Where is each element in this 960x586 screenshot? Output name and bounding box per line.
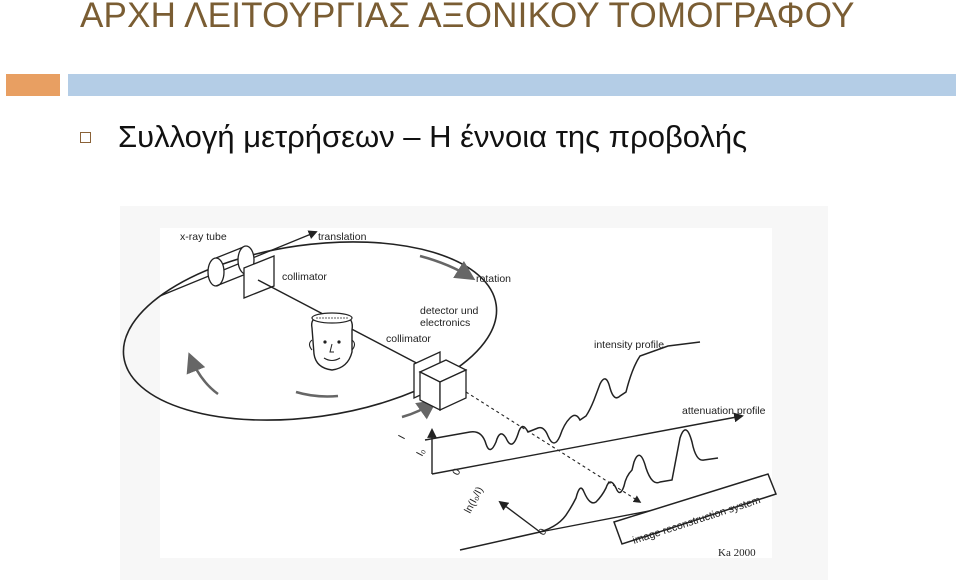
signature-label: Ka 2000 [718,547,756,559]
attenuation-y-axis [498,500,541,533]
accent-bar [6,74,60,96]
attenuation-profile-label: attenuation profile [682,405,766,417]
collimator-top-icon [243,255,275,299]
rotation-label: rotation [476,273,511,285]
reconstruction-box [613,473,777,545]
translation-label: translation [318,231,367,243]
axis-zero-top-label: 0 [450,466,463,477]
detector-label-line2: electronics [420,317,470,329]
attenuation-profile-curve [459,429,719,551]
projection-dashed-line [465,391,642,503]
ct-projection-diagram: x-ray tube translation collimator rotati… [120,206,828,580]
xray-tube-label: x-ray tube [180,231,227,243]
intensity-x-axis [431,412,744,475]
header-bar [68,74,956,96]
bullet-text: Συλλογή μετρήσεων – Η έννοια της προβολή… [118,119,748,154]
intensity-profile-curve [424,341,701,451]
gantry-ring [122,241,498,421]
rotation-arrow-bottom [295,390,339,398]
intensity-profile-label: intensity profile [594,339,664,351]
axis-i-label: I [396,433,408,441]
bullet-square-icon [80,132,91,143]
axis-zero-bottom-label: 0 [536,526,549,537]
collimator-bottom-label: collimator [386,333,431,345]
collimator-top-label: collimator [282,271,327,283]
rotation-arrow-top [419,254,476,281]
detector-icon [418,359,468,412]
slide-title: ΑΡΧΗ ΛΕΙΤΟΥΡΓΙΑΣ ΑΞΟΝΙΚΟΥ ΤΟΜΟΓΡΑΦΟΥ [80,0,855,35]
rotation-arrow-left [186,352,219,396]
patient-head-icon [308,312,356,371]
detector-label-line1: detector und [420,305,479,317]
